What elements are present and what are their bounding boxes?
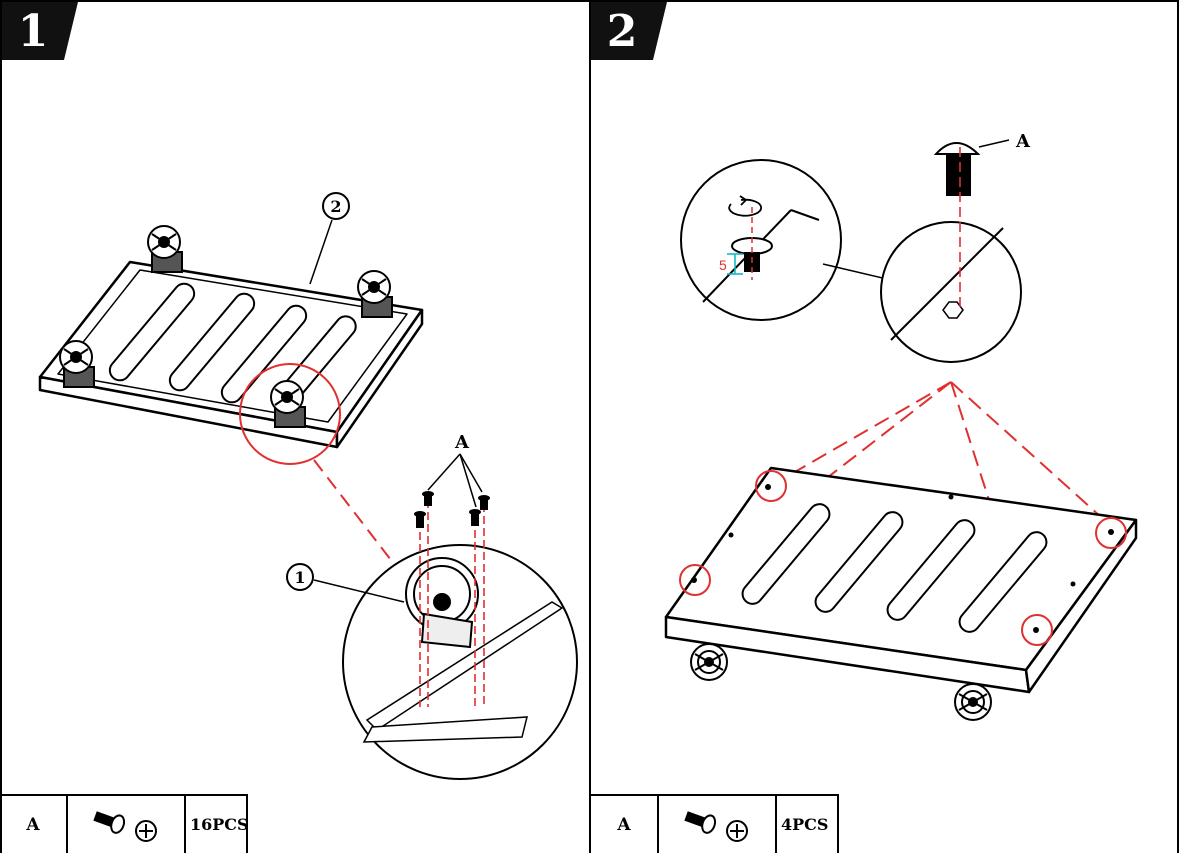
screws-a [414,491,490,528]
callout-2-leader [309,219,333,285]
legend-letter: A [0,796,68,853]
step-1-panel: 1 [0,0,591,853]
callout-2-circle [322,192,350,220]
part-a-label: A [1015,131,1031,152]
caster-wheels [690,643,992,721]
step-2-illustration: 5 A [664,131,1138,721]
screw-detail-circle: 5 [680,159,842,321]
assembled-tray [664,466,1138,694]
part-a-label: A [454,432,470,453]
screw-a-top [933,139,1010,307]
tray-slots [741,503,1048,633]
detail-connector [822,263,892,281]
dimension-label: 5 [719,257,727,273]
hole-detail-circle [880,221,1022,363]
step-number-badge: 1 [2,2,78,60]
callout-1-label: 1 [294,568,305,587]
step-2-panel: 2 5 [591,0,1179,853]
tray-holes [691,484,1114,633]
legend-quantity: 4PCS [777,796,839,853]
detail-zoom-circle [342,453,578,780]
callout-2-label: 2 [330,197,341,216]
callout-1-leader [313,579,405,603]
parts-legend: A 16PCS [0,794,249,853]
caster-wheels [59,225,393,428]
highlight-link-line [313,459,395,565]
parts-legend: A 4PCS [591,794,839,853]
legend-quantity: 16PCS [186,796,249,853]
screw-icon [68,796,186,853]
highlight-circle [239,363,341,465]
step-1-illustration: 2 [38,192,578,780]
screw-icon [659,796,777,853]
caster-tray [38,260,424,449]
step-number-badge: 2 [591,2,667,60]
callout-1-circle [286,563,314,591]
legend-letter: A [591,796,659,853]
hole-highlight-circles [679,470,1127,646]
